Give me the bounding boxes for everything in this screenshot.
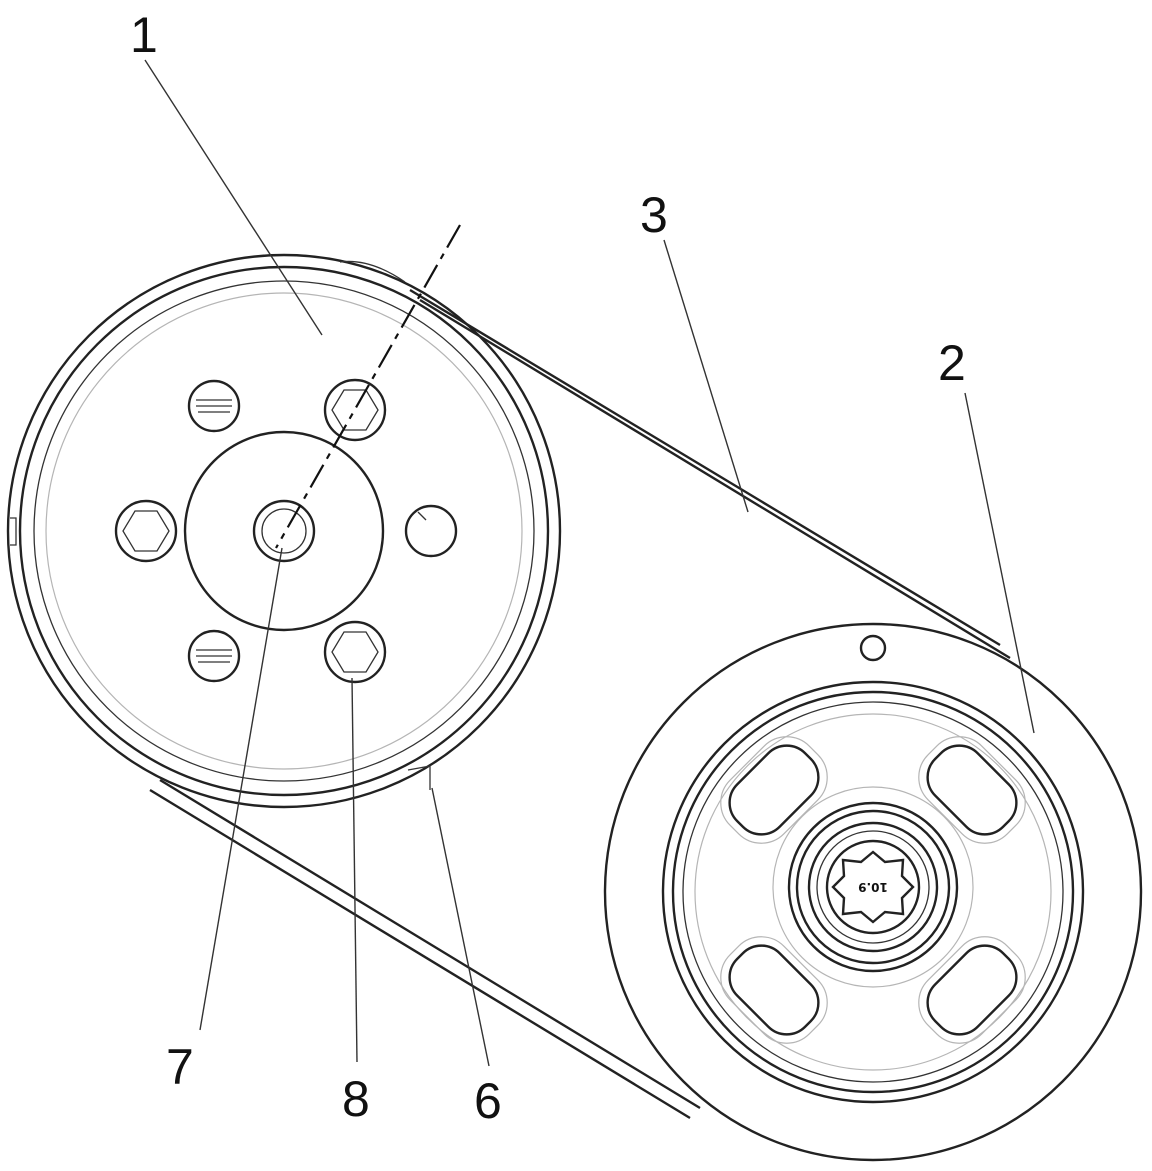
label-2: 2 — [938, 335, 966, 391]
label-8: 8 — [342, 1071, 370, 1127]
axis-centerline — [276, 225, 460, 548]
pulley-2: 10.9 — [605, 624, 1141, 1160]
belt — [150, 290, 1010, 1118]
pulley-1 — [8, 225, 560, 807]
hole — [189, 381, 239, 431]
bolt — [325, 380, 385, 440]
hub-ring — [185, 432, 383, 630]
label-7: 7 — [166, 1039, 194, 1095]
hole — [189, 631, 239, 681]
bolt-8 — [325, 622, 385, 682]
label-3: 3 — [640, 187, 668, 243]
label-6: 6 — [474, 1073, 502, 1129]
bolt-grade-marking: 10.9 — [858, 880, 888, 894]
leader-lines — [145, 60, 1034, 1066]
bolt — [116, 501, 176, 561]
hole — [406, 506, 456, 556]
label-1: 1 — [130, 7, 158, 63]
bolt-head: 10.9 — [833, 852, 913, 922]
